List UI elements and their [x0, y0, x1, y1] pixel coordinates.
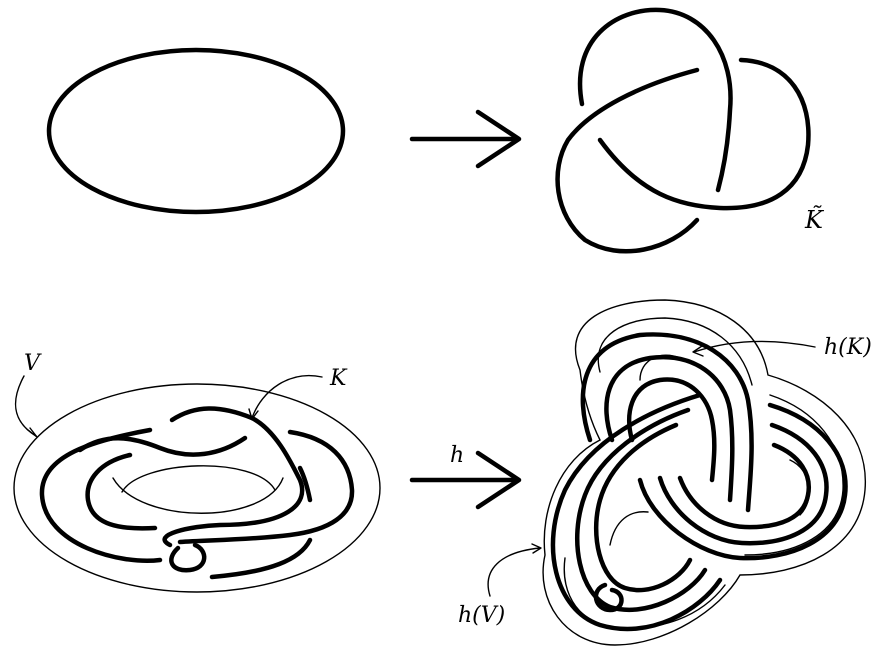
solid-torus-v — [13, 383, 381, 593]
pointer-v — [14, 375, 37, 437]
right-arrow-icon — [409, 109, 522, 169]
label-k: K — [329, 366, 348, 391]
unknot-ellipse — [46, 47, 346, 215]
right-arrow-icon — [409, 450, 522, 510]
knot-label-k-tilde: K̃ — [804, 206, 825, 234]
knot-k — [39, 406, 355, 580]
label-v: V — [24, 351, 42, 376]
label-h-of-v: h(V) — [458, 603, 505, 628]
pointer-h-of-k — [693, 340, 816, 353]
pointer-k — [251, 374, 323, 419]
trefoil-knot — [555, 7, 811, 254]
pointer-h-of-v — [487, 547, 541, 597]
knot-h-k — [550, 332, 848, 632]
label-h-of-k: h(K) — [824, 335, 872, 360]
label-h: h — [450, 443, 464, 468]
